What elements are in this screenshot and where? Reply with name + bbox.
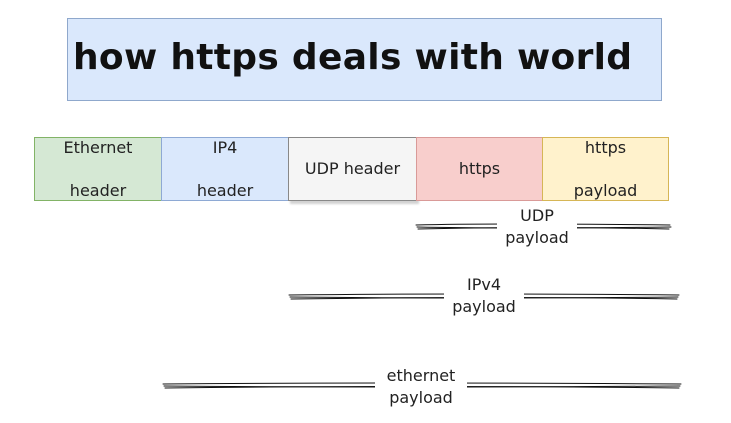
diagram-title: how https deals with world [73, 37, 633, 78]
https-payload-line2: payload [573, 180, 638, 200]
ethernet-payload-line2: payload [389, 388, 453, 408]
udp-header-cell: UDP header [288, 137, 417, 201]
udp-payload-line2: payload [505, 228, 569, 248]
ipv4-payload-line1: IPv4 [466, 275, 501, 294]
ip4-header-cell: IP4 header [161, 137, 289, 201]
ipv4-payload-label: IPv4 payload [444, 274, 524, 319]
title-box: how https deals with world [67, 18, 662, 101]
https-label: https [458, 159, 501, 179]
ethernet-payload-label: ethernet payload [375, 365, 467, 410]
udp-header-label: UDP header [304, 159, 401, 179]
ip4-header-line2: header [196, 180, 254, 200]
udp-payload-line1: UDP [520, 206, 554, 225]
ethernet-header-line2: header [69, 180, 127, 200]
https-cell: https [416, 137, 543, 201]
ethernet-payload-line1: ethernet [386, 366, 456, 385]
ip4-header-line1: IP4 [212, 137, 238, 157]
https-payload-cell: https payload [542, 137, 669, 201]
https-payload-line1: https [584, 137, 627, 157]
ethernet-header-line1: Ethernet [63, 137, 133, 157]
ipv4-payload-line2: payload [452, 297, 516, 317]
ethernet-header-cell: Ethernet header [34, 137, 162, 201]
udp-payload-label: UDP payload [497, 205, 577, 250]
